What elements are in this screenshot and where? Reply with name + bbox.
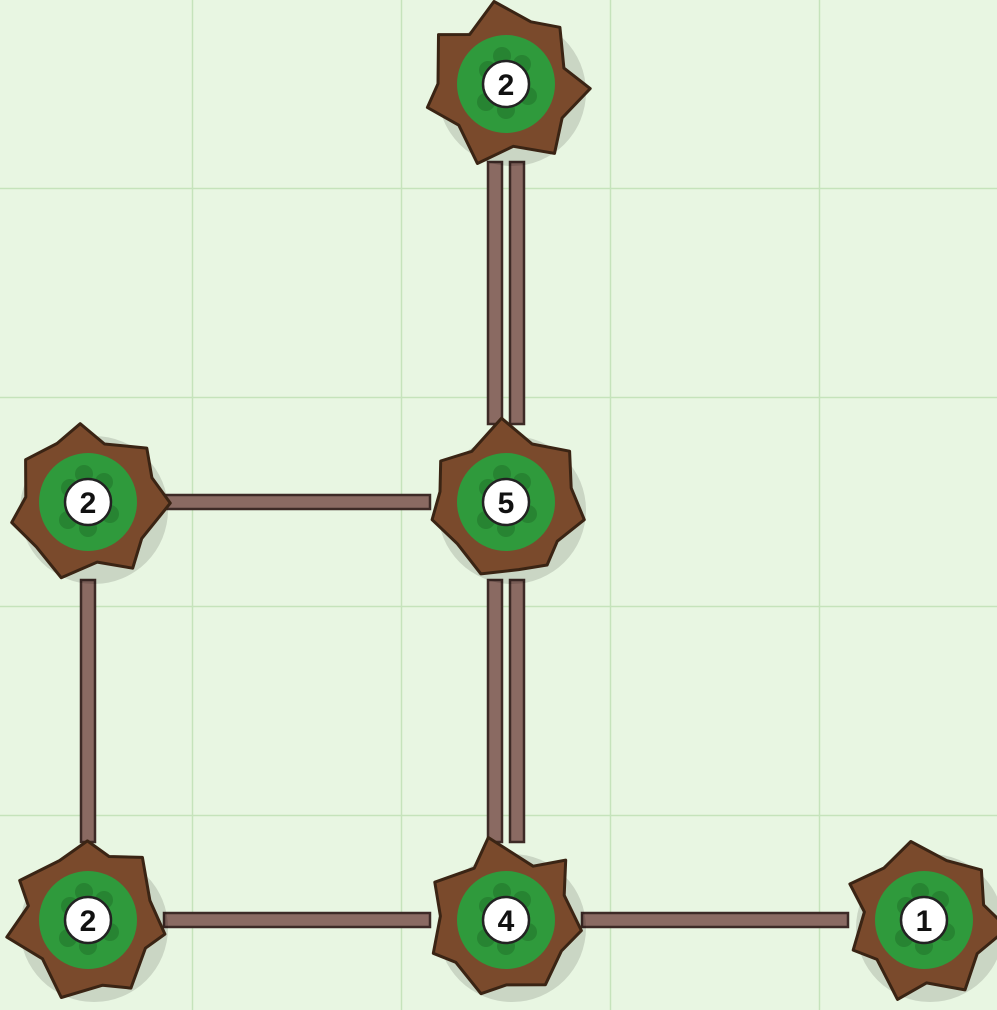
island-number: 2 [80, 905, 97, 938]
island-number: 2 [498, 69, 515, 102]
island-number: 5 [498, 487, 515, 520]
island-number: 1 [916, 905, 933, 938]
island-f[interactable]: 1 [850, 842, 997, 1003]
bridge-plank [164, 913, 430, 927]
bridge-a-c[interactable] [488, 162, 524, 424]
bridge-c-e[interactable] [488, 580, 524, 842]
bridge-plank [510, 580, 524, 842]
island-a[interactable]: 2 [427, 2, 590, 167]
bridge-plank [488, 580, 502, 842]
island-c[interactable]: 5 [432, 418, 586, 584]
island-e[interactable]: 4 [433, 838, 586, 1003]
bridge-e-f[interactable] [582, 913, 848, 927]
bridge-plank [81, 580, 95, 842]
island-number: 2 [80, 487, 97, 520]
bridge-plank [164, 495, 430, 509]
bridge-plank [488, 162, 502, 424]
bridge-d-e[interactable] [164, 913, 430, 927]
islands-layer: 2 2 5 2 4 1 [7, 2, 997, 1003]
island-d[interactable]: 2 [7, 841, 168, 1002]
bridge-b-d[interactable] [81, 580, 95, 842]
island-b[interactable]: 2 [12, 424, 171, 584]
bridge-plank [582, 913, 848, 927]
bridge-b-c[interactable] [164, 495, 430, 509]
island-number: 4 [498, 905, 515, 938]
bridge-plank [510, 162, 524, 424]
